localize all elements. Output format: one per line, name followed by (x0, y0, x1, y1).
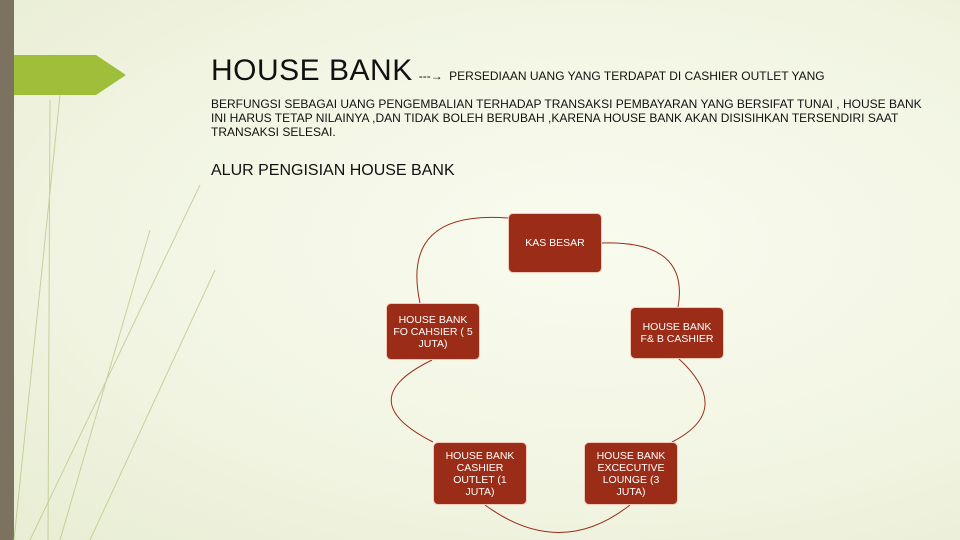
section-heading: ALUR PENGISIAN HOUSE BANK (211, 162, 455, 179)
description-text: BERFUNGSI SEBAGAI UANG PENGEMBALIAN TERH… (211, 97, 922, 139)
connector-outlet-to-fo (390, 359, 434, 443)
left-accent-bar (0, 0, 14, 540)
slide-title: HOUSE BANK (211, 54, 413, 87)
connector-executive-to-outlet (484, 504, 631, 533)
node-cashier-outlet: HOUSE BANK CASHIER OUTLET (1 JUTA) (433, 442, 527, 505)
node-fo-cashier: HOUSE BANK FO CAHSIER ( 5 JUTA) (386, 303, 480, 360)
arrow-marker-icon (14, 55, 126, 95)
description-first-line: PERSEDIAAN UANG YANG TERDAPAT DI CASHIER… (449, 69, 825, 83)
title-arrow: ---→ (418, 69, 443, 83)
node-executive-lounge: HOUSE BANK EXCECUTIVE LOUNGE (3 JUTA) (584, 442, 678, 505)
node-fb-cashier: HOUSE BANK F& B CASHIER (630, 307, 724, 359)
node-kas-besar: KAS BESAR (508, 213, 602, 273)
connector-fb-to-executive (671, 357, 706, 443)
slide-title-line: HOUSE BANK ---→ PERSEDIAAN UANG YANG TERD… (211, 54, 825, 88)
connector-kas-to-fb (600, 242, 680, 308)
connector-fo-to-kas (416, 216, 509, 304)
